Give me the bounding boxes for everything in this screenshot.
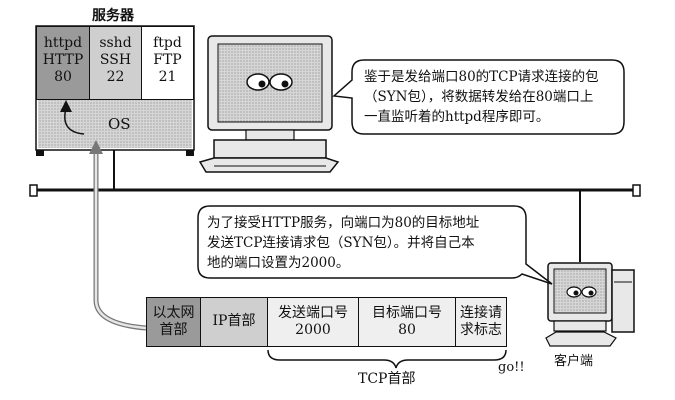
packet-path-arrow — [96, 150, 146, 328]
service-sshd: sshd SSH 22 — [89, 26, 142, 100]
client-label: 客户端 — [554, 350, 593, 369]
destination-port-cell: 目标端口号 80 — [358, 297, 456, 347]
service-name: sshd — [90, 35, 141, 52]
service-name: httpd — [37, 35, 89, 52]
client-computer-icon — [546, 263, 634, 346]
destination-port-value: 80 — [359, 322, 455, 339]
os-label: OS — [108, 115, 131, 133]
source-port-label: 发送端口号 — [268, 305, 358, 322]
bubble-client-text: 为了接受HTTP服务，向端口为80的目标地址 发送TCP连接请求包（SYN包）。… — [207, 213, 479, 273]
service-name: ftpd — [142, 35, 193, 52]
service-protocol: HTTP — [37, 52, 89, 69]
tcp-header-brace — [268, 350, 506, 368]
bubble-server-text: 鉴于是发给端口80的TCP请求连接的包 （SYN包），将数据转发给在80端口上 … — [364, 67, 599, 127]
service-port: 80 — [37, 69, 89, 86]
bubble-line: 发送TCP连接请求包（SYN包）。并将自己本 — [207, 233, 479, 253]
bubble-line: 鉴于是发给端口80的TCP请求连接的包 — [364, 67, 599, 87]
service-port: 21 — [142, 69, 193, 86]
server-title: 服务器 — [92, 5, 134, 25]
syn-flag-label: 求标志 — [456, 322, 506, 339]
tcp-header-caption: TCP首部 — [358, 368, 415, 388]
bubble-line: 为了接受HTTP服务，向端口为80的目标地址 — [207, 213, 479, 233]
go-text: go!! — [498, 360, 525, 375]
source-port-value: 2000 — [268, 322, 358, 339]
service-port: 22 — [90, 69, 141, 86]
bubble-line: 地的端口设置为2000。 — [207, 253, 479, 273]
ethernet-header-label: 以太网 — [147, 305, 200, 322]
service-httpd: httpd HTTP 80 — [36, 26, 90, 100]
destination-port-label: 目标端口号 — [359, 305, 455, 322]
ethernet-header-cell: 以太网 首部 — [146, 297, 201, 347]
syn-flag-label: 连接请 — [456, 305, 506, 322]
bubble-line: 一直监听着的httpd程序即可。 — [364, 107, 599, 127]
source-port-cell: 发送端口号 2000 — [267, 297, 359, 347]
ip-header-label: IP首部 — [201, 313, 267, 330]
server-side-monitor-icon — [200, 36, 338, 172]
bubble-line: （SYN包），将数据转发给在80端口上 — [364, 87, 599, 107]
syn-flag-cell: 连接请 求标志 — [455, 297, 507, 347]
service-protocol: SSH — [90, 52, 141, 69]
service-ftpd: ftpd FTP 21 — [141, 26, 194, 100]
ethernet-header-label: 首部 — [147, 322, 200, 339]
service-protocol: FTP — [142, 52, 193, 69]
ip-header-cell: IP首部 — [200, 297, 268, 347]
